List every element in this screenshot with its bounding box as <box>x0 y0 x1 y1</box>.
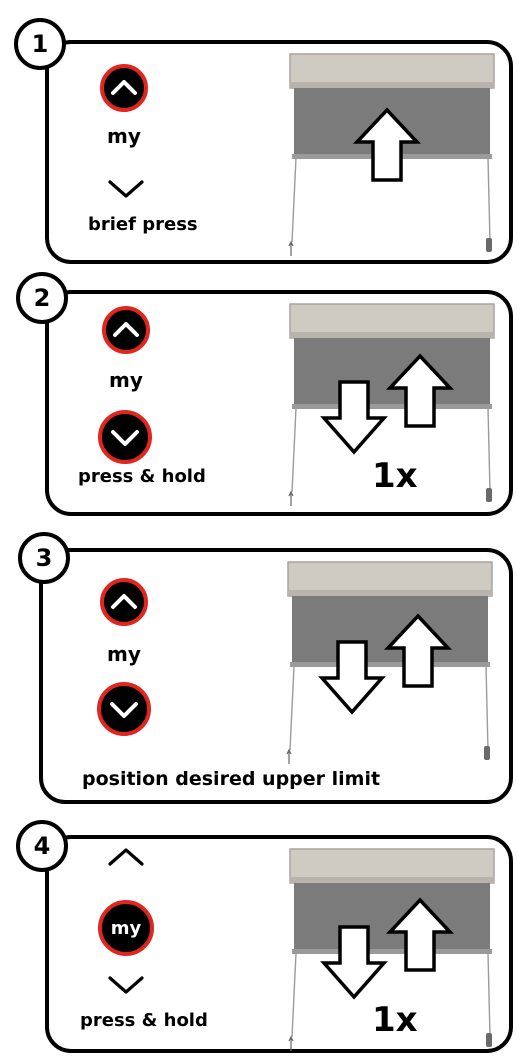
up-button[interactable] <box>104 844 148 870</box>
step-2-instruction: press & hold <box>78 466 206 487</box>
roller-blind-icon <box>288 303 495 506</box>
down-button[interactable] <box>104 176 148 202</box>
up-arrow-icon <box>383 613 453 688</box>
down-arrow-icon <box>320 380 388 455</box>
my-button-label: my <box>110 917 142 939</box>
down-button[interactable] <box>95 680 153 738</box>
press-count: 1x <box>372 456 418 496</box>
step-1-instruction: brief press <box>88 214 198 235</box>
down-arrow-icon <box>320 925 388 1000</box>
down-button[interactable] <box>96 408 154 466</box>
step-1-number: 1 <box>14 18 66 70</box>
press-count: 1x <box>372 1000 418 1040</box>
up-arrow-icon <box>385 897 455 972</box>
up-button[interactable] <box>98 576 150 628</box>
my-button-label[interactable]: my <box>109 368 143 392</box>
up-arrow-icon <box>352 107 422 182</box>
my-button-label[interactable]: my <box>107 642 141 666</box>
up-button[interactable] <box>98 62 150 114</box>
roller-blind-icon <box>286 561 493 764</box>
roller-blind-icon <box>288 53 495 256</box>
up-button[interactable] <box>100 304 152 356</box>
down-arrow-icon <box>318 640 386 715</box>
step-2-number: 2 <box>16 272 68 324</box>
step-4-instruction: press & hold <box>80 1010 208 1031</box>
up-arrow-icon <box>385 353 455 428</box>
my-button[interactable]: my <box>98 900 154 956</box>
roller-blind-icon <box>288 848 495 1051</box>
down-button[interactable] <box>104 972 148 998</box>
step-3-number: 3 <box>18 532 70 584</box>
step-3-instruction: position desired upper limit <box>82 768 381 790</box>
step-4-number: 4 <box>16 820 68 872</box>
my-button-label[interactable]: my <box>107 124 141 148</box>
